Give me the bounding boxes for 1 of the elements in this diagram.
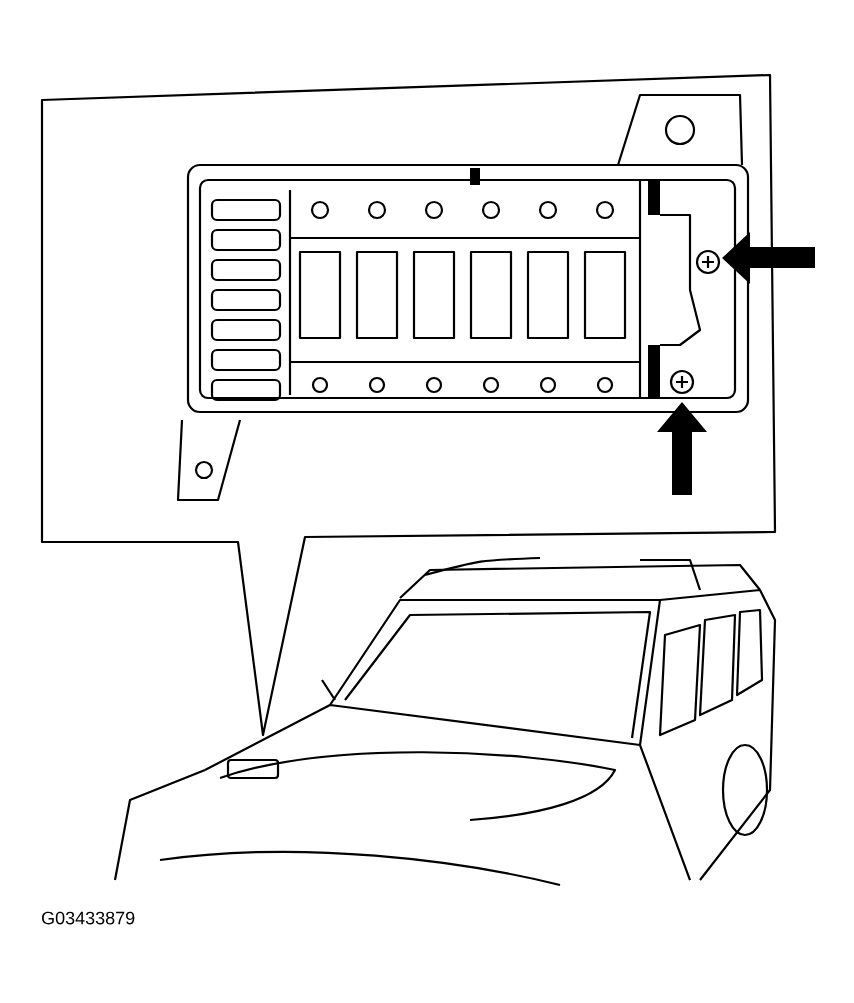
figure-code: G03433879 bbox=[42, 911, 135, 925]
